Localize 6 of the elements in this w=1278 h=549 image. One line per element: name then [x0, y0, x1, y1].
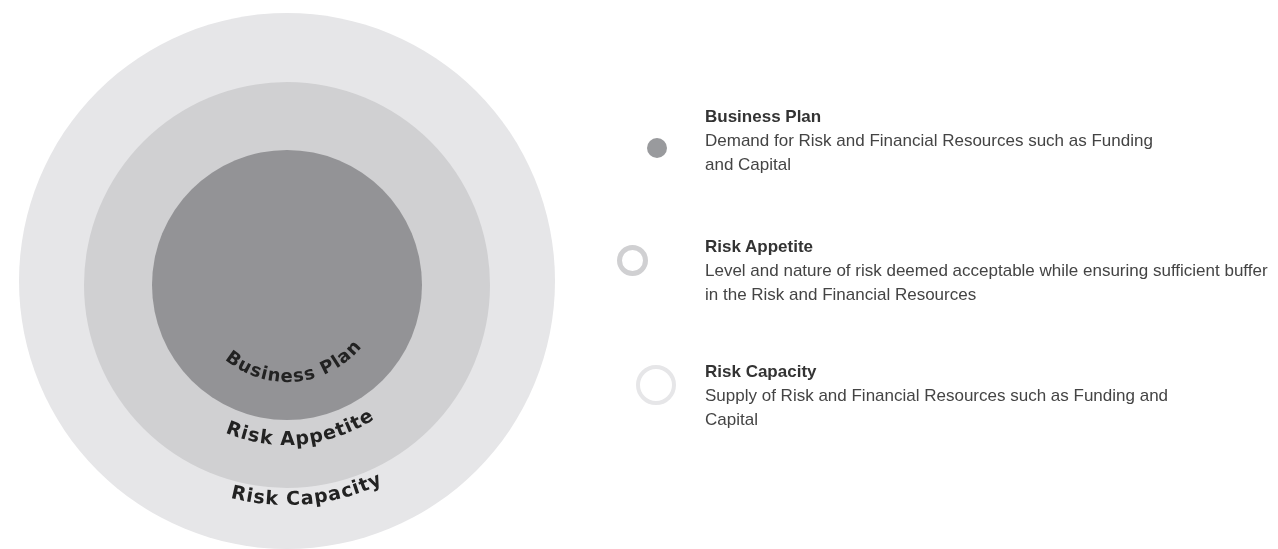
legend-description: Demand for Risk and Financial Resources such as Funding and Capital [705, 131, 1153, 174]
legend-description: Level and nature of risk deemed acceptable while ensuring sufficient buffer in the Risk and Financial Resources [705, 261, 1268, 304]
legend-heading: Business Plan [705, 106, 823, 128]
legend-heading: Risk Appetite [705, 236, 814, 258]
legend-heading: Risk Capacity [705, 361, 818, 383]
legend-description: Supply of Risk and Financial Resources such as Funding and Capital [705, 386, 1169, 429]
